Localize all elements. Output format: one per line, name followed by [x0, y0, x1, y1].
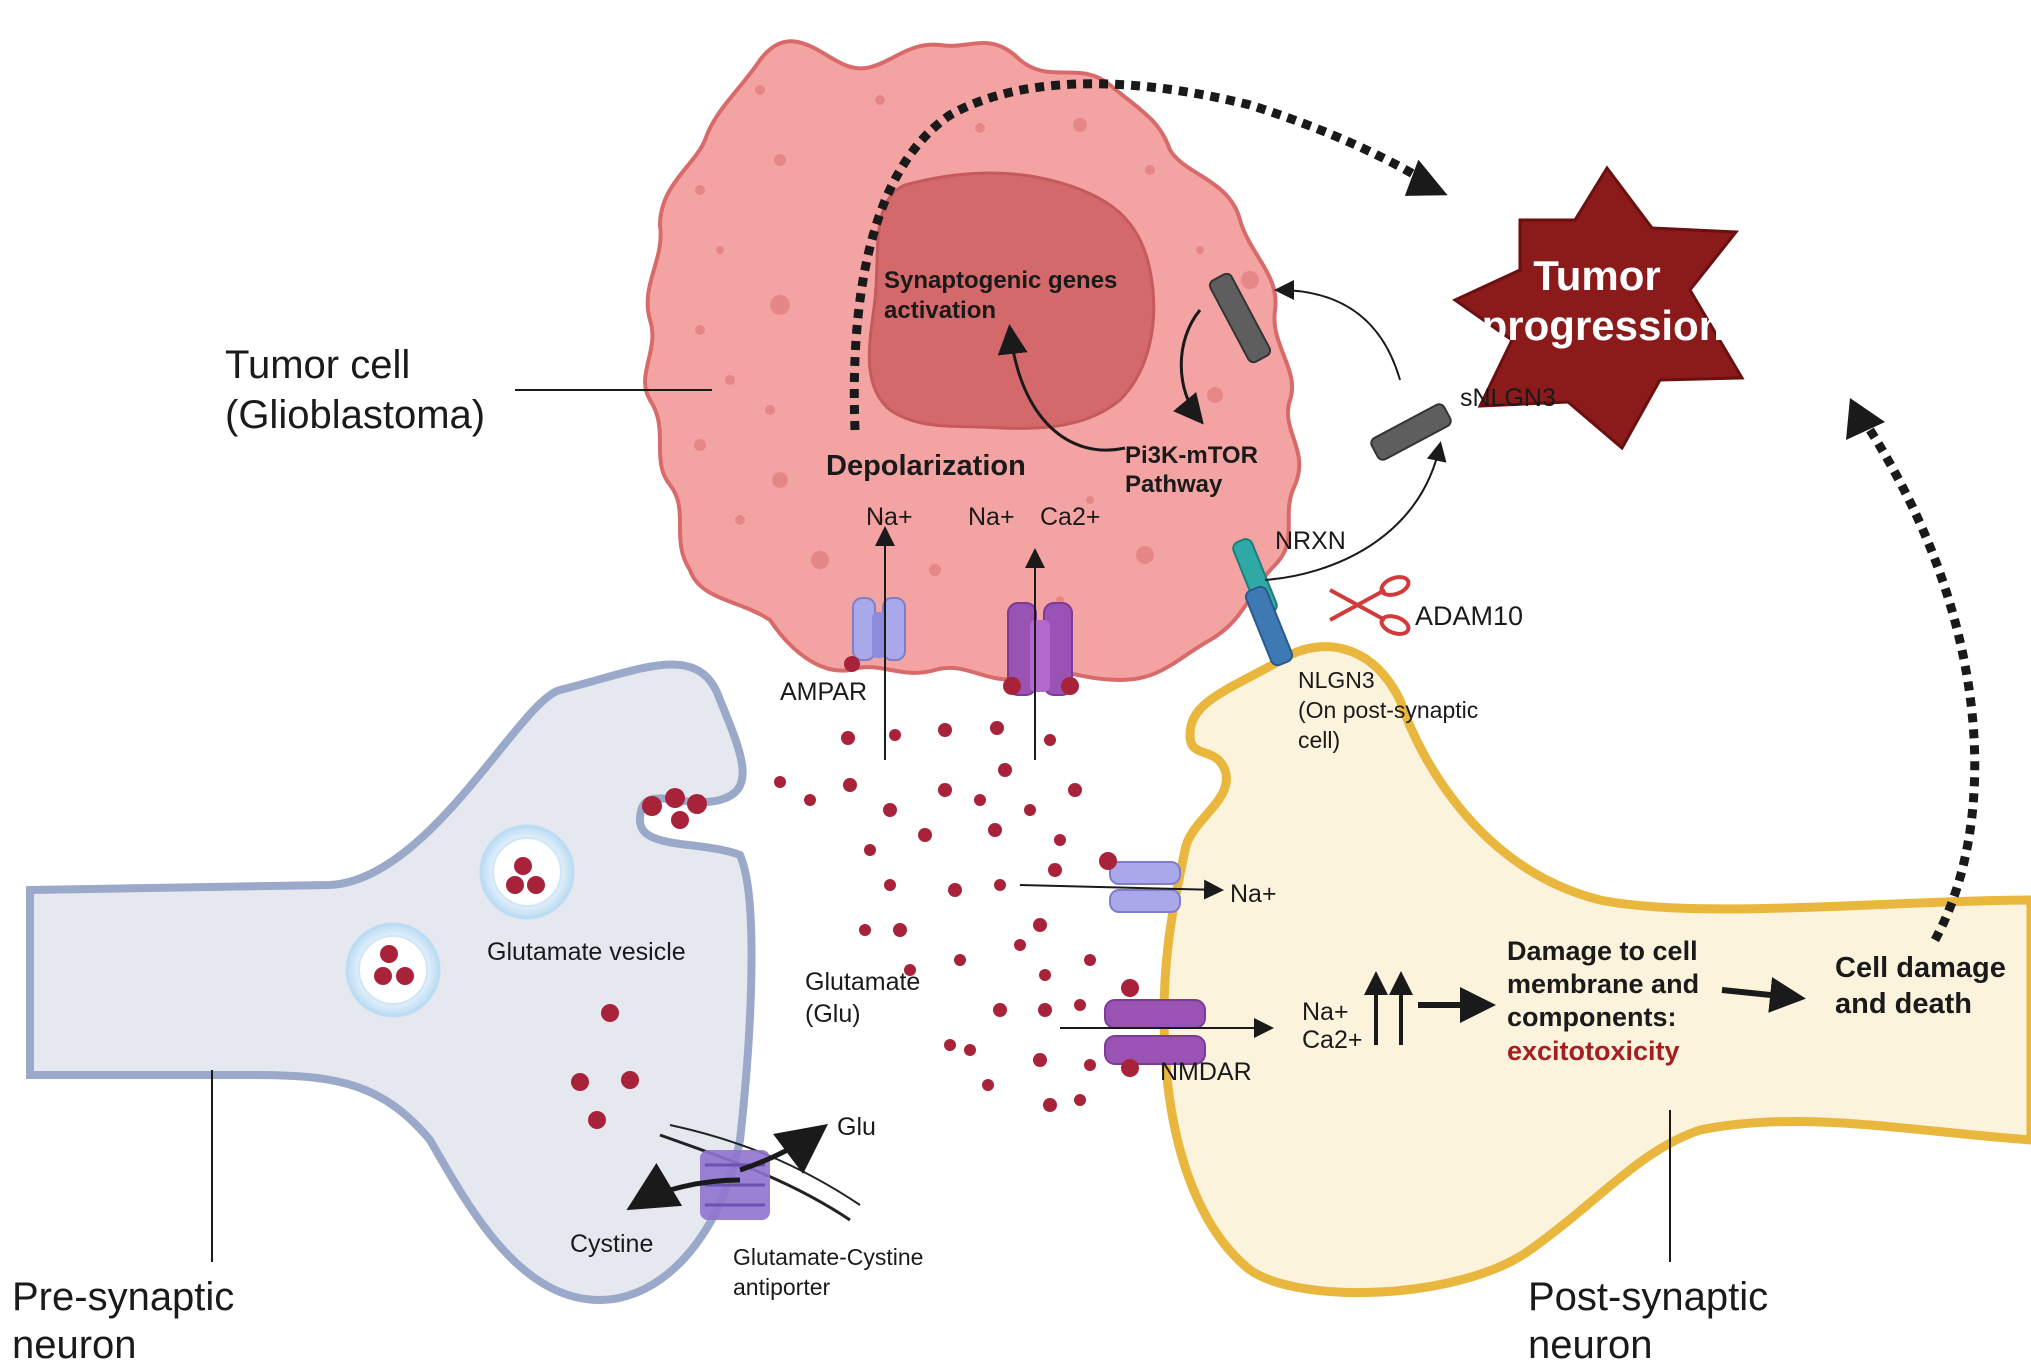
- tumor-nucleus: [867, 171, 1156, 430]
- cell-damage-label: and death: [1835, 988, 1972, 1020]
- snlgn3-to-pi3k-arrow: [1173, 309, 1204, 425]
- tumor-progression-title: progression: [1482, 302, 1725, 349]
- nlgn3-label: cell): [1298, 727, 1340, 753]
- glutamate-vesicle-label: Glutamate vesicle: [487, 938, 686, 966]
- antiporter-label: antiporter: [733, 1274, 831, 1300]
- presynaptic-glutamate: [571, 1004, 639, 1129]
- synaptogenic-label: Synaptogenic genes: [884, 267, 1117, 294]
- glutamate-cloud: [774, 721, 1096, 1112]
- nmdar-receptor-tumor: [1003, 602, 1079, 696]
- tumor-cell-label: (Glioblastoma): [225, 393, 485, 437]
- antiporter-label: Glutamate-Cystine: [733, 1244, 923, 1270]
- death-to-progression-dotted: [1866, 427, 1980, 943]
- adam10-label: ADAM10: [1415, 601, 1523, 631]
- cystine-import-arrow: [626, 1162, 741, 1211]
- presynaptic-neuron-label: neuron: [12, 1323, 137, 1367]
- to-cell-death-arrow: [1721, 977, 1806, 1013]
- cystine-label: Cystine: [570, 1230, 653, 1258]
- damage-label: Damage to cell: [1507, 936, 1698, 966]
- nlgn3-label: NLGN3: [1298, 667, 1375, 693]
- pi3k-to-genes-arrow: [997, 324, 1126, 452]
- tumor-cytoplasm-granules: [694, 85, 1259, 604]
- scissors-icon: [1329, 575, 1411, 636]
- excitotoxicity-label: excitotoxicity: [1507, 1036, 1680, 1066]
- ca-influx-label: Ca2+: [1302, 1026, 1362, 1054]
- nlgn3-protein: [1244, 585, 1294, 667]
- na-postsyn-label: Na+: [1230, 880, 1277, 908]
- damage-label: components:: [1507, 1002, 1677, 1032]
- glutamate-vesicle: [345, 922, 441, 1018]
- postsynaptic-neuron-label: Post-synaptic: [1528, 1275, 1768, 1319]
- postsyn-na-arrow: [1019, 879, 1224, 900]
- na-ampar-label: Na+: [866, 503, 913, 531]
- na-influx-label: Na+: [1302, 998, 1349, 1026]
- tumor-progression-arrowhead: [1404, 159, 1448, 196]
- tumor-cell-label: Tumor cell: [225, 343, 410, 387]
- nmdar-label: NMDAR: [1160, 1058, 1252, 1086]
- postsynaptic-ampar-receptor: [1099, 852, 1181, 913]
- glutamate-label: (Glu): [805, 1000, 861, 1028]
- glu-label: Glu: [837, 1113, 876, 1141]
- ampar-receptor: [844, 597, 906, 672]
- receptor-bound-snlgn3: [1208, 272, 1272, 364]
- vesicle-release: [642, 788, 707, 829]
- pi3k-label: Pi3K-mTOR: [1125, 442, 1258, 469]
- glu-export-arrow: [739, 1124, 829, 1174]
- ampar-label: AMPAR: [780, 678, 867, 706]
- depolarization-label: Depolarization: [826, 450, 1026, 482]
- pi3k-label: Pathway: [1125, 471, 1223, 498]
- synaptogenic-label: activation: [884, 297, 996, 324]
- snlgn3-label: sNLGN3: [1460, 384, 1556, 412]
- postsynaptic-neuron-body: [1159, 642, 2031, 1298]
- snlgn3-cleavage-arrow: [1264, 441, 1447, 581]
- glutamate-vesicle: [479, 824, 575, 920]
- postsynaptic-nmdar-receptor: [1104, 979, 1206, 1077]
- depolarization-to-genes-dotted: [849, 79, 1423, 431]
- ca-nmdar-label: Ca2+: [1040, 503, 1100, 531]
- tumor-progression-star: [1452, 165, 1745, 451]
- nlgn3-label: (On post-synaptic: [1298, 697, 1478, 723]
- nrxn-label: NRXN: [1275, 527, 1346, 555]
- na-nmdar-label: Na+: [968, 503, 1015, 531]
- snlgn3-protein: [1370, 403, 1452, 461]
- cell-damage-label: Cell damage: [1835, 952, 2006, 984]
- postsynaptic-neuron-label: neuron: [1528, 1323, 1653, 1367]
- presynaptic-neuron-label: Pre-synaptic: [12, 1275, 234, 1319]
- glutamate-label: Glutamate: [805, 968, 920, 996]
- damage-label: membrane and: [1507, 969, 1699, 999]
- death-to-progression-arrowhead: [1846, 398, 1885, 440]
- tumor-progression-title: Tumor: [1533, 252, 1661, 299]
- snlgn3-binding-arrow: [1274, 280, 1401, 381]
